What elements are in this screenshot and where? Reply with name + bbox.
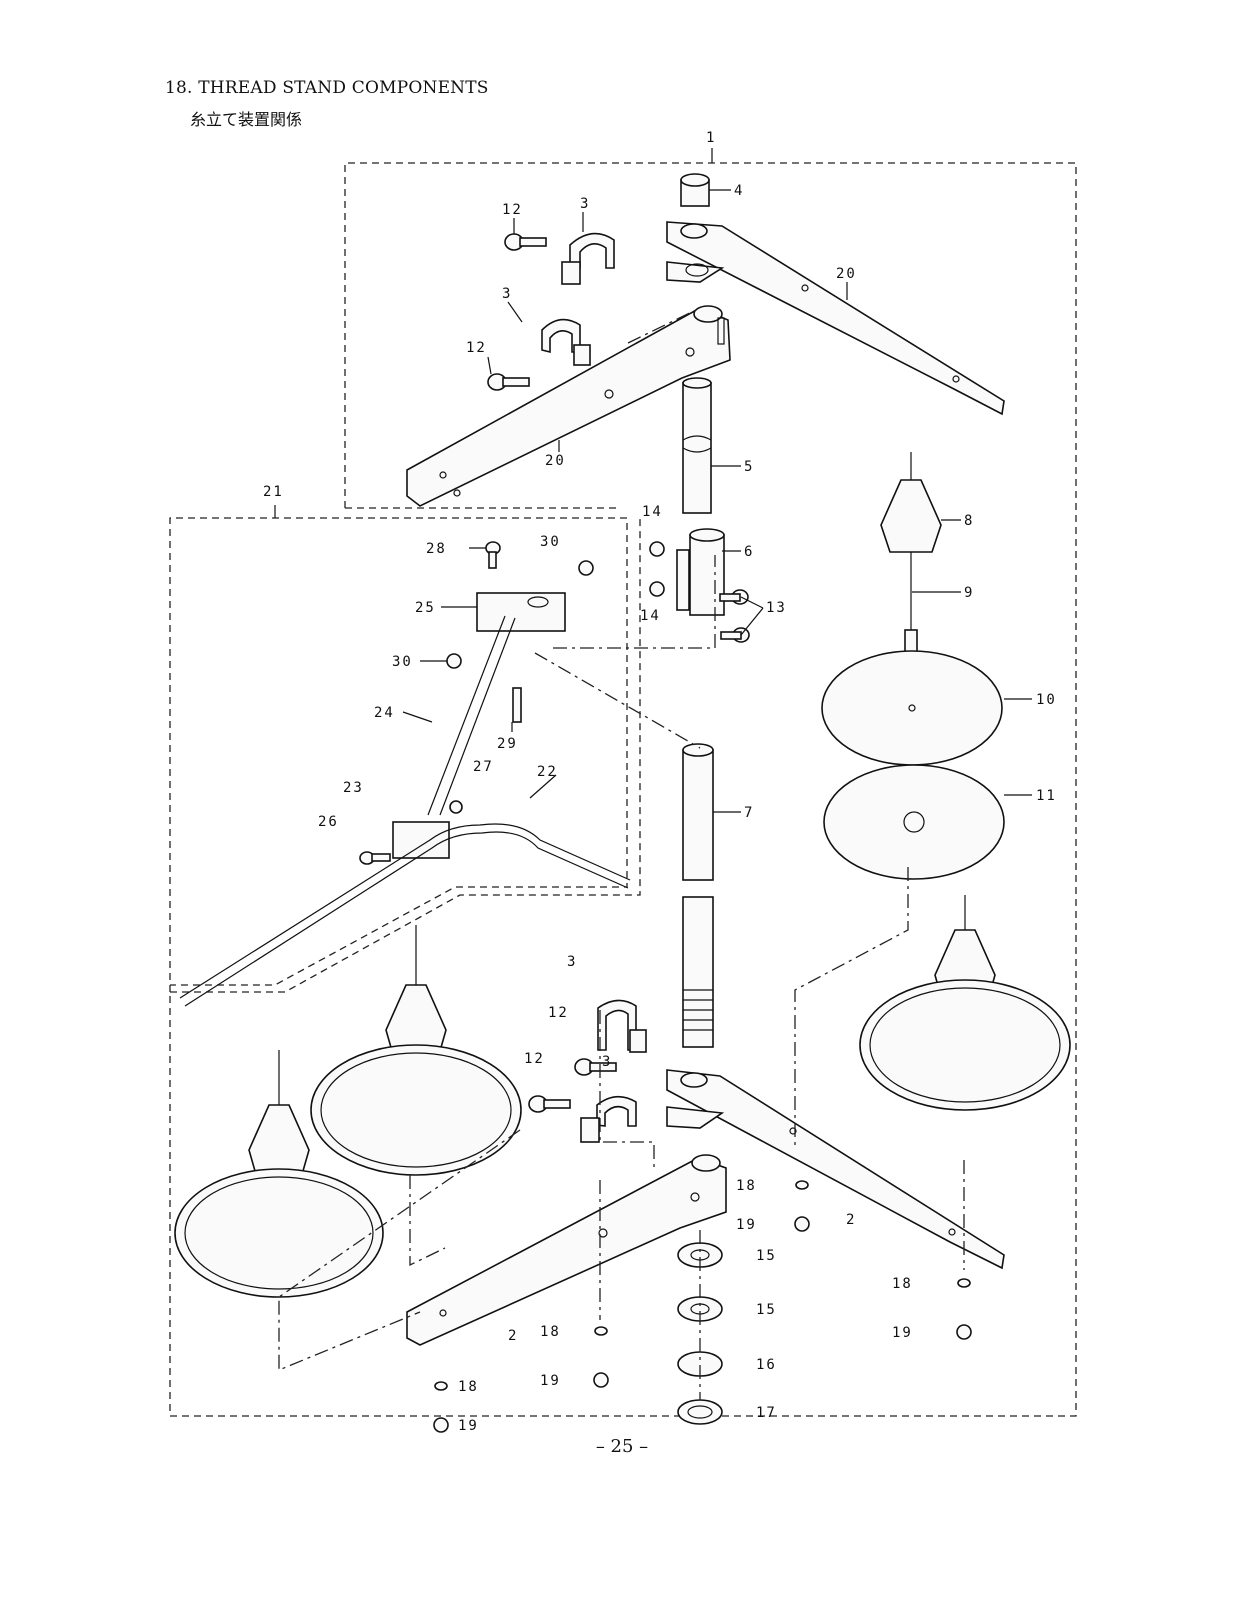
callout-27: 27 xyxy=(473,759,494,775)
callout-12-top: 12 xyxy=(502,202,523,218)
upper-arm-bracket xyxy=(666,221,1005,416)
collar-part-4 xyxy=(680,173,710,207)
callout-2-front: 2 xyxy=(508,1328,518,1344)
pipe-joint-part-6 xyxy=(676,528,725,616)
pipe-clamps-top xyxy=(541,232,615,366)
pipe-clamps-bottom xyxy=(528,999,647,1143)
callout-13: 13 xyxy=(766,600,787,616)
callout-24: 24 xyxy=(374,705,395,721)
callout-2-right: 2 xyxy=(846,1212,856,1228)
callout-23: 23 xyxy=(343,780,364,796)
lower-main-bracket xyxy=(406,1154,727,1346)
washers-and-nuts xyxy=(433,1180,972,1433)
spool-stand-middle xyxy=(310,925,522,1176)
callout-19-b: 19 xyxy=(892,1325,913,1341)
callout-5: 5 xyxy=(744,459,754,475)
callout-3-mid: 3 xyxy=(502,286,512,302)
thread-guide-assembly xyxy=(179,541,631,1007)
callout-3-lower-b: 3 xyxy=(602,1054,612,1070)
callout-14-b: 14 xyxy=(640,608,661,624)
callout-16: 16 xyxy=(756,1357,777,1373)
section-title: 18. THREAD STAND COMPONENTS xyxy=(165,78,489,98)
callout-30-top: 30 xyxy=(540,534,561,550)
callout-25: 25 xyxy=(415,600,436,616)
callout-28: 28 xyxy=(426,541,447,557)
page-number: – 25 – xyxy=(595,1436,649,1457)
callout-6: 6 xyxy=(744,544,754,560)
spool-discs xyxy=(821,650,1005,880)
callout-18-d: 18 xyxy=(458,1379,479,1395)
callout-3-lower-a: 3 xyxy=(567,954,577,970)
callout-20-front: 20 xyxy=(545,453,566,469)
callout-22: 22 xyxy=(537,764,558,780)
callout-4: 4 xyxy=(734,183,744,199)
callout-18-a: 18 xyxy=(736,1178,757,1194)
pipe-part-5 xyxy=(682,377,712,514)
spool-holder-top xyxy=(880,452,942,670)
callout-8: 8 xyxy=(964,513,974,529)
callout-14-a: 14 xyxy=(642,504,663,520)
callout-1: 1 xyxy=(706,130,716,146)
callout-20-rear: 20 xyxy=(836,266,857,282)
callout-19-c: 19 xyxy=(540,1373,561,1389)
callout-29: 29 xyxy=(497,736,518,752)
callout-21: 21 xyxy=(263,484,284,500)
callout-19-d: 19 xyxy=(458,1418,479,1434)
pipe-part-7 xyxy=(682,743,714,1048)
section-subtitle-japanese: 糸立て装置関係 xyxy=(190,110,303,129)
callout-15-b: 15 xyxy=(756,1302,777,1318)
callout-3-top: 3 xyxy=(580,196,590,212)
nuts-and-screws-joint xyxy=(649,541,750,643)
callout-30-left: 30 xyxy=(392,654,413,670)
callout-18-c: 18 xyxy=(540,1324,561,1340)
callout-leaders xyxy=(274,148,1032,813)
lower-arm-bracket xyxy=(666,1069,1005,1270)
callout-12-lower-a: 12 xyxy=(548,1005,569,1021)
upper-main-bracket xyxy=(406,305,731,507)
assembly-chain-lines xyxy=(278,307,965,1400)
callout-19-a: 19 xyxy=(736,1217,757,1233)
callout-17: 17 xyxy=(756,1405,777,1421)
callout-15-a: 15 xyxy=(756,1248,777,1264)
spool-stand-right xyxy=(859,895,1071,1111)
callout-10: 10 xyxy=(1036,692,1057,708)
spool-stand-left xyxy=(174,1050,384,1298)
callout-labels: 1 4 20 12 3 3 12 20 5 21 14 6 8 28 30 25… xyxy=(263,130,1057,1434)
screws-top xyxy=(487,233,547,391)
callout-18-b: 18 xyxy=(892,1276,913,1292)
callout-7: 7 xyxy=(744,805,754,821)
callout-26: 26 xyxy=(318,814,339,830)
callout-12-mid: 12 xyxy=(466,340,487,356)
callout-9: 9 xyxy=(964,585,974,601)
callout-11: 11 xyxy=(1036,788,1057,804)
callout-12-lower-b: 12 xyxy=(524,1051,545,1067)
